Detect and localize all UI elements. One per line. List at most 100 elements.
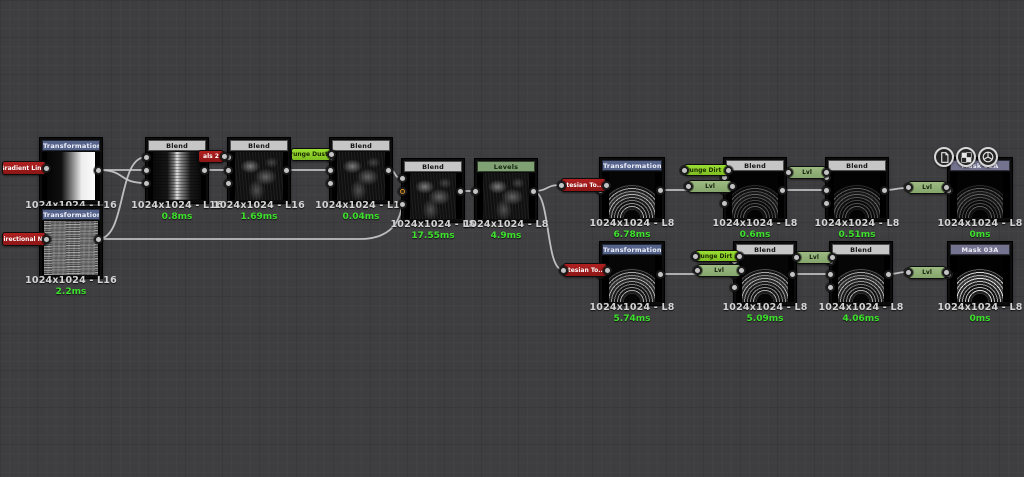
input-pin[interactable] xyxy=(825,269,835,279)
node-compute-time: 1.69ms xyxy=(240,212,278,222)
input-pin[interactable] xyxy=(470,186,480,196)
node-compute-time: 6.78ms xyxy=(613,230,651,240)
collapsed-node-gradient-linear[interactable]: Gradient Lin... xyxy=(2,161,46,175)
input-pin[interactable] xyxy=(903,183,913,192)
node-thumbnail xyxy=(726,172,784,218)
input-pin[interactable] xyxy=(141,152,151,162)
output-pin[interactable] xyxy=(827,253,837,262)
output-pin[interactable] xyxy=(821,168,831,177)
output-pin[interactable] xyxy=(219,152,229,161)
input-pin[interactable] xyxy=(223,165,233,175)
output-pin[interactable] xyxy=(326,150,336,159)
output-pin[interactable] xyxy=(727,182,737,191)
input-pin[interactable] xyxy=(791,253,801,262)
collapsed-node-lvl-bottom-2[interactable]: Lvl xyxy=(796,251,832,264)
output-pin[interactable] xyxy=(736,266,746,275)
thumbnail-image xyxy=(609,172,655,218)
collapsed-node-cartesian-bottom[interactable]: rtesian To... xyxy=(563,263,607,277)
document-icon[interactable] xyxy=(934,147,954,167)
output-pin[interactable] xyxy=(93,234,103,244)
input-pin[interactable] xyxy=(556,180,566,190)
node-resolution-label: 1024x1024 - L8 xyxy=(712,218,798,229)
collapsed-node-lvl-bottom-1[interactable]: Lvl xyxy=(697,264,741,277)
pill-label: Lvl xyxy=(705,183,715,190)
input-pin[interactable] xyxy=(397,173,407,183)
input-pin[interactable] xyxy=(783,168,793,177)
collapsed-node-lvl-top-1[interactable]: Lvl xyxy=(688,180,732,193)
output-pin[interactable] xyxy=(655,269,665,279)
output-pin[interactable] xyxy=(602,265,612,275)
thumbnail-image xyxy=(337,152,385,200)
node-compute-time: 5.09ms xyxy=(746,314,784,324)
output-pin[interactable] xyxy=(528,186,538,196)
output-pin[interactable] xyxy=(879,185,889,195)
output-pin[interactable] xyxy=(41,234,51,244)
node-title: Blend xyxy=(744,162,766,170)
node-resolution-label: 1024x1024 - L16 xyxy=(25,275,117,286)
output-pin[interactable] xyxy=(777,185,787,195)
collapsed-node-cartesian-top[interactable]: rtesian To... xyxy=(561,178,606,192)
input-pin[interactable] xyxy=(692,266,702,275)
input-pin[interactable] xyxy=(719,198,729,208)
input-pin[interactable] xyxy=(821,198,831,208)
output-pin[interactable] xyxy=(734,251,744,261)
thumbnail-image xyxy=(838,256,884,302)
output-pin[interactable] xyxy=(455,186,465,196)
collapsed-node-directional-noise[interactable]: Directional N... xyxy=(2,232,46,246)
input-pin[interactable] xyxy=(325,165,335,175)
output-pin[interactable] xyxy=(383,165,393,175)
output-pin[interactable] xyxy=(41,163,51,173)
output-pin[interactable] xyxy=(787,269,797,279)
output-pin[interactable] xyxy=(941,268,951,277)
collapsed-node-grunge-dust[interactable]: Grunge Dust ... xyxy=(291,148,331,161)
collapsed-node-lvl-bottom-3[interactable]: Lvl xyxy=(908,266,946,279)
output-pin[interactable] xyxy=(93,165,103,175)
input-pin[interactable] xyxy=(903,268,913,277)
output-pin[interactable] xyxy=(883,269,893,279)
output-pin[interactable] xyxy=(941,183,951,192)
node-transform-arc-bottom[interactable]: Transformation 2D1024x1024 - L85.74ms xyxy=(589,242,674,324)
input-pin[interactable] xyxy=(325,178,335,188)
pill-label: Grunge Dirt ... xyxy=(684,166,728,174)
collapsed-node-lvl-top-2[interactable]: Lvl xyxy=(788,166,826,179)
node-transform-gradient[interactable]: Transformation 2D1024x1024 - L16 xyxy=(25,138,117,211)
collapsed-node-grunge-dirt-bottom[interactable]: Grunge Dirt ... xyxy=(695,250,739,262)
output-pin[interactable] xyxy=(281,165,291,175)
node-transform-arc-top[interactable]: Transformation 2D1024x1024 - L86.78ms xyxy=(589,158,674,240)
node-title: Mask 02A xyxy=(961,162,999,170)
input-pin[interactable] xyxy=(397,199,407,209)
output-pin[interactable] xyxy=(655,185,665,195)
node-compute-time: 0ms xyxy=(969,230,991,240)
input-pin[interactable] xyxy=(690,251,700,261)
node-header: Blend xyxy=(736,244,794,255)
input-pin[interactable] xyxy=(821,185,831,195)
output-pin[interactable] xyxy=(199,165,209,175)
collapsed-node-lvl-top-3[interactable]: Lvl xyxy=(908,181,946,194)
input-pin[interactable] xyxy=(683,182,693,191)
input-pin[interactable] xyxy=(558,265,568,275)
output-pin[interactable] xyxy=(601,180,611,190)
input-pin[interactable] xyxy=(825,282,835,292)
input-pin[interactable] xyxy=(141,165,151,175)
output-pin[interactable] xyxy=(723,165,733,175)
input-pin[interactable] xyxy=(141,178,151,188)
collapsed-node-grunge-dirt-top[interactable]: Grunge Dirt ... xyxy=(684,164,728,176)
input-pin[interactable] xyxy=(679,165,689,175)
3d-view-icon[interactable] xyxy=(978,147,998,167)
input-pin[interactable] xyxy=(223,178,233,188)
input-pin[interactable] xyxy=(729,282,739,292)
input-pin[interactable] xyxy=(397,186,407,196)
checker-view-icon[interactable] xyxy=(956,147,976,167)
